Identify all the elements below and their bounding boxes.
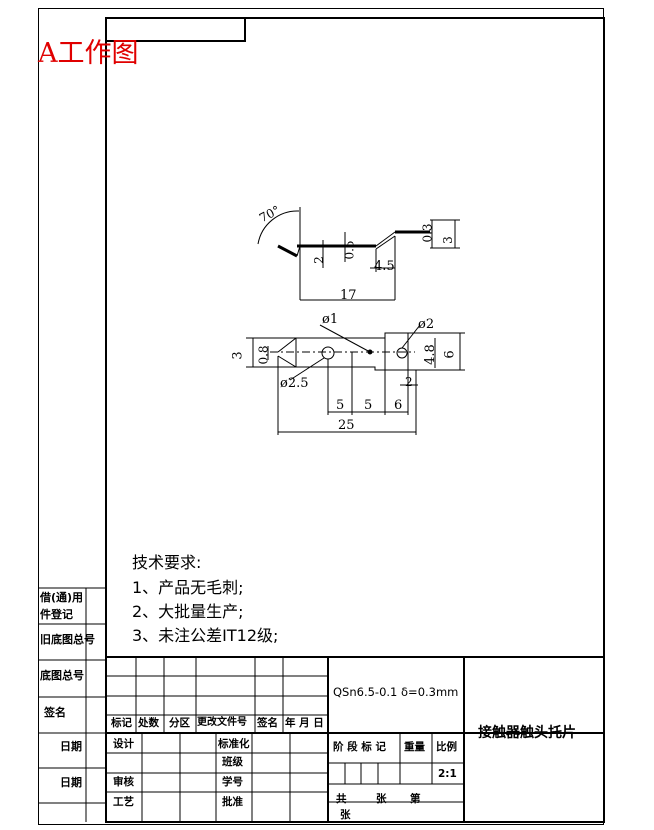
side-label-register: 件登记 xyxy=(40,608,73,621)
inner-frame xyxy=(105,17,605,823)
stage-header-scale: 比例 xyxy=(436,741,457,753)
dim-6-right: 6 xyxy=(442,350,458,359)
stage-header-weight: 重量 xyxy=(404,741,425,753)
role-standardization: 标准化 xyxy=(218,738,250,750)
dim-phi-2-5: ø2.5 xyxy=(280,376,309,391)
dim-phi-2: ø2 xyxy=(418,317,435,332)
sheet-total-label: 共 xyxy=(336,793,347,805)
scale-value: 2:1 xyxy=(438,768,457,780)
dim-4-8: 4.8 xyxy=(422,344,438,365)
rev-header-doc-no: 更改文件号 xyxy=(197,717,247,728)
outer-border xyxy=(38,8,604,825)
dim-0-3: 0.3 xyxy=(420,223,435,243)
flat-outline-view xyxy=(246,324,465,435)
dim-phi-1: ø1 xyxy=(322,312,339,327)
dim-5-a: 5 xyxy=(336,398,345,413)
code-box xyxy=(105,17,246,42)
requirements-heading: 技术要求: xyxy=(132,553,202,572)
role-process: 工艺 xyxy=(113,796,134,808)
side-label-date-1: 日期 xyxy=(60,740,82,753)
side-label-old-base: 旧底图总号 xyxy=(40,633,95,646)
role-student-no: 学号 xyxy=(222,776,243,788)
dim-0-5: 0.5 xyxy=(342,240,357,260)
drawing-type-title: A工作图 xyxy=(38,38,139,69)
dim-17: 17 xyxy=(340,288,357,303)
role-review: 审核 xyxy=(113,776,134,788)
side-label-base-no: 底图总号 xyxy=(40,669,84,682)
dim-25: 25 xyxy=(338,418,355,433)
role-design: 设计 xyxy=(113,738,134,750)
rev-header-signature: 签名 xyxy=(257,717,278,729)
title-block xyxy=(106,656,604,822)
dim-2-bottom: 2 xyxy=(405,375,413,389)
role-class: 班级 xyxy=(222,756,243,768)
rev-header-mark: 标记 xyxy=(111,717,132,729)
role-approve: 批准 xyxy=(222,796,243,808)
side-label-borrow: 借(通)用 xyxy=(40,591,84,604)
side-profile-view xyxy=(257,207,460,301)
material-spec: QSn6.5-0.1 δ=0.3mm xyxy=(333,685,459,699)
rev-header-count: 处数 xyxy=(138,717,159,729)
requirement-3: 3、未注公差IT12级; xyxy=(132,626,279,645)
dim-3-top: 3 xyxy=(440,236,455,244)
dim-2: 2 xyxy=(311,256,326,264)
side-table xyxy=(38,587,106,822)
side-label-date-2: 日期 xyxy=(60,776,82,789)
stage-header-mark: 阶 段 标 记 xyxy=(333,741,386,753)
part-name: 接触器触头托片 xyxy=(478,725,576,741)
rev-header-date: 年 月 日 xyxy=(285,717,324,729)
dim-3-left: 3 xyxy=(230,351,246,360)
dim-0-8: 0.8 xyxy=(256,345,271,365)
dim-4-5: 4.5 xyxy=(374,259,395,274)
sheet-unit-label: 张 xyxy=(376,793,387,805)
requirement-2: 2、大批量生产; xyxy=(132,602,244,621)
dim-6: 6 xyxy=(394,398,403,413)
rev-header-zone: 分区 xyxy=(169,717,190,729)
requirement-1: 1、产品无毛刺; xyxy=(132,578,244,597)
sheet-of-label: 第 xyxy=(410,793,421,805)
dim-5-b: 5 xyxy=(364,398,373,413)
sheet-unit-label-2: 张 xyxy=(340,809,351,821)
side-label-signature: 签名 xyxy=(44,706,66,719)
